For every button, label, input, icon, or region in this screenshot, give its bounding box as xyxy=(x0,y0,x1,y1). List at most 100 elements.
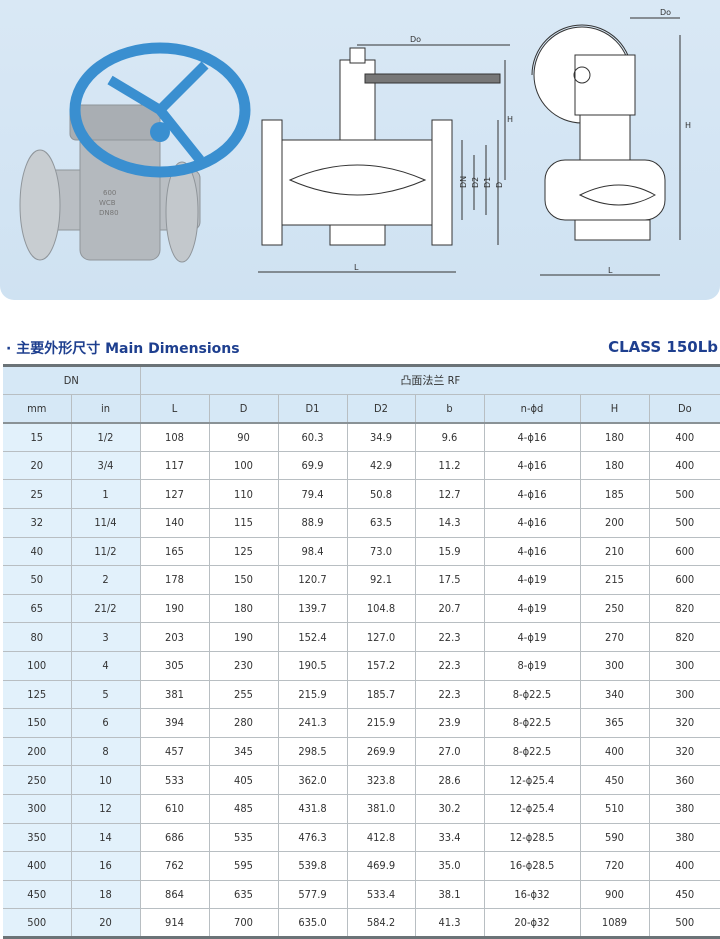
cell-d1: 431.8 xyxy=(277,793,348,824)
cell-b: 17.5 xyxy=(414,565,485,595)
cell-l: 686 xyxy=(139,822,210,853)
side-drawing xyxy=(531,17,681,276)
cell-do: 400 xyxy=(648,450,720,481)
cell-b: 27.0 xyxy=(414,736,485,767)
cell-d: 90 xyxy=(208,422,279,452)
cell-d2: 584.2 xyxy=(346,908,416,938)
cell-do: 400 xyxy=(648,422,720,452)
cell-l: 140 xyxy=(139,507,210,538)
column-header: in xyxy=(70,393,141,424)
cell-h: 510 xyxy=(579,793,650,824)
cell-d1: 215.9 xyxy=(277,679,348,710)
cell-mm: 500 xyxy=(3,908,72,938)
cell-h: 340 xyxy=(579,679,650,710)
header-rf: 凸面法兰 RF xyxy=(139,365,720,395)
cell-in: 1/2 xyxy=(70,422,141,452)
cell-h: 400 xyxy=(579,736,650,767)
cell-d2: 185.7 xyxy=(346,679,416,710)
cell-nd: 12-ϕ25.4 xyxy=(483,765,581,795)
cell-in: 21/2 xyxy=(70,593,141,624)
column-header: mm xyxy=(3,393,72,424)
cell-in: 5 xyxy=(70,679,141,710)
cell-do: 820 xyxy=(648,593,720,624)
cell-d2: 50.8 xyxy=(346,479,416,509)
cell-do: 320 xyxy=(648,736,720,767)
cell-do: 500 xyxy=(648,479,720,509)
cell-d2: 381.0 xyxy=(346,793,416,824)
cell-b: 12.7 xyxy=(414,479,485,509)
cell-do: 400 xyxy=(648,851,720,881)
cell-in: 1 xyxy=(70,479,141,509)
cell-in: 11/2 xyxy=(70,536,141,567)
cell-in: 6 xyxy=(70,708,141,738)
dim-label-h-side: H xyxy=(685,121,691,130)
cell-nd: 8-ϕ22.5 xyxy=(483,736,581,767)
cell-h: 250 xyxy=(579,593,650,624)
cell-d1: 139.7 xyxy=(277,593,348,624)
handwheel xyxy=(69,42,251,178)
cell-b: 23.9 xyxy=(414,708,485,738)
cell-d1: 60.3 xyxy=(277,422,348,452)
cell-nd: 20-ϕ32 xyxy=(483,908,581,938)
cell-nd: 12-ϕ25.4 xyxy=(483,793,581,824)
cell-d1: 190.5 xyxy=(277,650,348,681)
cell-nd: 4-ϕ16 xyxy=(483,422,581,452)
pressure-class-label: CLASS 150Lb xyxy=(608,338,718,356)
cell-nd: 4-ϕ19 xyxy=(483,565,581,595)
column-header: D2 xyxy=(346,393,416,424)
cell-l: 864 xyxy=(139,879,210,910)
section-drawing xyxy=(258,44,510,273)
cell-d: 110 xyxy=(208,479,279,509)
cell-do: 380 xyxy=(648,822,720,853)
cell-d1: 298.5 xyxy=(277,736,348,767)
cell-h: 900 xyxy=(579,879,650,910)
cell-do: 820 xyxy=(648,622,720,652)
cell-d2: 127.0 xyxy=(346,622,416,652)
cell-nd: 8-ϕ22.5 xyxy=(483,679,581,710)
cell-d2: 323.8 xyxy=(346,765,416,795)
cell-mm: 40 xyxy=(3,536,72,567)
cell-b: 22.3 xyxy=(414,679,485,710)
cell-b: 22.3 xyxy=(414,622,485,652)
cell-in: 10 xyxy=(70,765,141,795)
cell-do: 500 xyxy=(648,908,720,938)
cell-d: 280 xyxy=(208,708,279,738)
cell-mm: 80 xyxy=(3,622,72,652)
cell-do: 320 xyxy=(648,708,720,738)
cell-d2: 63.5 xyxy=(346,507,416,538)
cell-d2: 92.1 xyxy=(346,565,416,595)
cell-mm: 450 xyxy=(3,879,72,910)
cell-in: 12 xyxy=(70,793,141,824)
cell-h: 450 xyxy=(579,765,650,795)
cell-d: 595 xyxy=(208,851,279,881)
cell-mm: 65 xyxy=(3,593,72,624)
dim-label-do-side: Do xyxy=(660,8,671,17)
cell-in: 16 xyxy=(70,851,141,881)
cell-l: 190 xyxy=(139,593,210,624)
cell-l: 108 xyxy=(139,422,210,452)
cell-mm: 350 xyxy=(3,822,72,853)
cell-nd: 12-ϕ28.5 xyxy=(483,822,581,853)
cell-mm: 200 xyxy=(3,736,72,767)
cell-d: 635 xyxy=(208,879,279,910)
product-drawing-panel: 600 WCB DN80 Do H L xyxy=(0,0,720,300)
cell-nd: 8-ϕ22.5 xyxy=(483,708,581,738)
cell-h: 185 xyxy=(579,479,650,509)
cell-d2: 157.2 xyxy=(346,650,416,681)
cell-l: 117 xyxy=(139,450,210,481)
cell-in: 3 xyxy=(70,622,141,652)
cell-d2: 73.0 xyxy=(346,536,416,567)
cell-b: 28.6 xyxy=(414,765,485,795)
cell-l: 533 xyxy=(139,765,210,795)
cell-d: 345 xyxy=(208,736,279,767)
cell-l: 394 xyxy=(139,708,210,738)
cell-mm: 15 xyxy=(3,422,72,452)
